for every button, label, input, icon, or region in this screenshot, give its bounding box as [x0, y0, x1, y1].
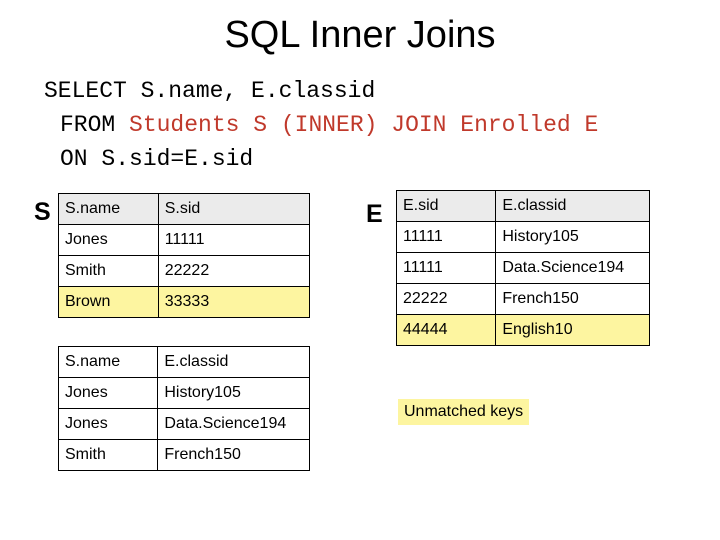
table-header-row: S.name E.classid — [57, 346, 310, 378]
column-header: E.classid — [157, 346, 310, 378]
enrolled-table: E.sid E.classid 11111 History105 11111 D… — [395, 190, 650, 346]
table-row: 11111 Data.Science194 — [395, 252, 650, 284]
column-header: S.name — [57, 346, 159, 378]
table-row: Jones History105 — [57, 377, 310, 409]
table-header-row: S.name S.sid — [58, 193, 311, 225]
table-row: Smith French150 — [57, 439, 310, 471]
sql-line-select: SELECT S.name, E.classid — [44, 78, 376, 104]
table-cell: 11111 — [395, 221, 497, 253]
students-table: S.name S.sid Jones 11111 Smith 22222 Bro… — [58, 193, 311, 318]
table-cell: Smith — [57, 439, 159, 471]
table-row: 11111 History105 — [395, 221, 650, 253]
table-cell: 33333 — [157, 286, 311, 318]
column-header: E.classid — [495, 190, 650, 222]
sql-line-on: ON S.sid=E.sid — [60, 146, 254, 172]
table-cell: Data.Science194 — [157, 408, 310, 440]
table-cell: Brown — [58, 286, 159, 318]
table-cell: French150 — [157, 439, 310, 471]
students-label: S — [34, 198, 51, 226]
table-cell: 11111 — [157, 224, 311, 256]
table-cell: 11111 — [395, 252, 497, 284]
table-cell: Jones — [57, 377, 159, 409]
table-cell: Jones — [58, 224, 159, 256]
table-row: Smith 22222 — [58, 255, 311, 287]
table-cell: 22222 — [395, 283, 497, 315]
table-row-unmatched: Brown 33333 — [58, 286, 311, 318]
table-row-unmatched: 44444 English10 — [395, 314, 650, 346]
table-cell: Smith — [58, 255, 159, 287]
table-row: Jones 11111 — [58, 224, 311, 256]
table-cell: 44444 — [395, 314, 497, 346]
table-cell: English10 — [495, 314, 650, 346]
column-header: S.sid — [157, 193, 311, 225]
sql-from-clause: Students S (INNER) JOIN Enrolled E — [115, 112, 599, 138]
table-cell: Data.Science194 — [495, 252, 650, 284]
table-cell: History105 — [157, 377, 310, 409]
table-header-row: E.sid E.classid — [395, 190, 650, 222]
enrolled-label: E — [366, 200, 383, 228]
table-cell: Jones — [57, 408, 159, 440]
unmatched-keys-note: Unmatched keys — [398, 399, 530, 425]
slide-title: SQL Inner Joins — [224, 14, 496, 56]
sql-line-from: FROM Students S (INNER) JOIN Enrolled E — [60, 112, 598, 138]
column-header: S.name — [58, 193, 159, 225]
table-row: Jones Data.Science194 — [57, 408, 310, 440]
result-table: S.name E.classid Jones History105 Jones … — [57, 346, 310, 471]
column-header: E.sid — [395, 190, 497, 222]
table-row: 22222 French150 — [395, 283, 650, 315]
sql-from-keyword: FROM — [60, 112, 116, 138]
table-cell: History105 — [495, 221, 650, 253]
table-cell: 22222 — [157, 255, 311, 287]
table-cell: French150 — [495, 283, 650, 315]
